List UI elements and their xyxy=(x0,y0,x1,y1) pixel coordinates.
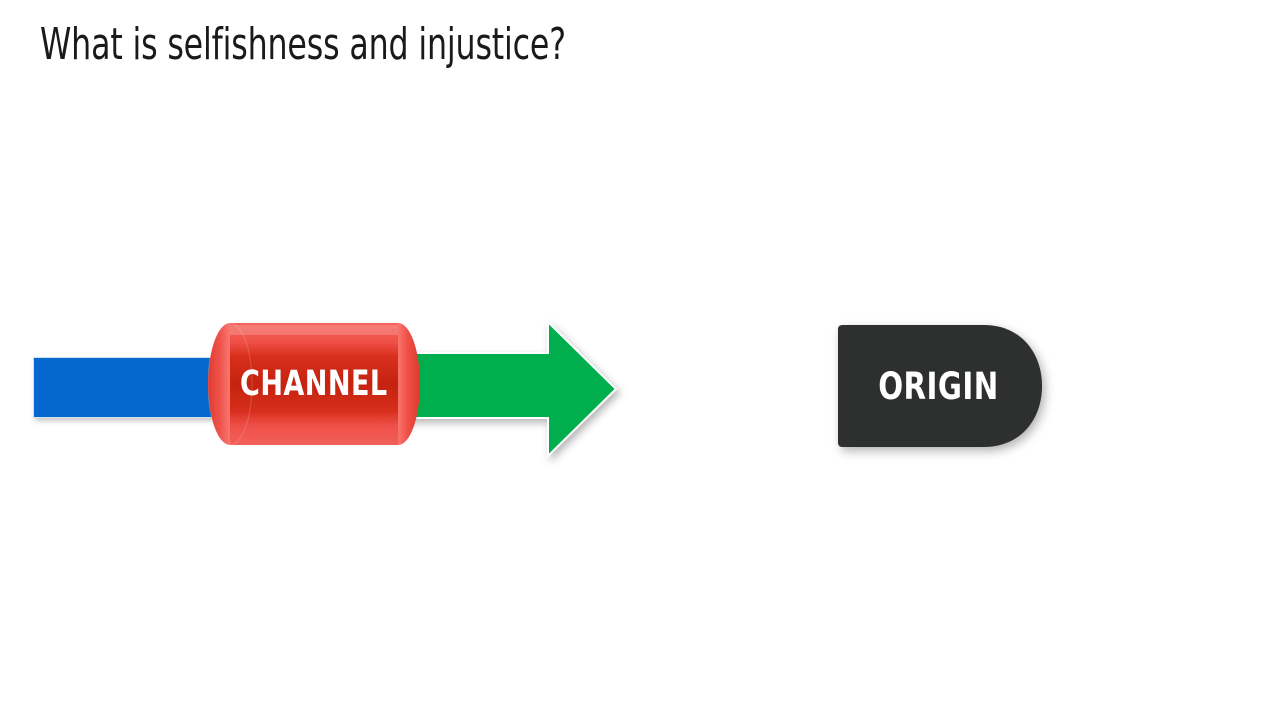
red-cylinder-shape[interactable] xyxy=(208,323,420,445)
page-title: What is selfishness and injustice? xyxy=(40,19,566,70)
origin-shape[interactable] xyxy=(838,325,1046,447)
